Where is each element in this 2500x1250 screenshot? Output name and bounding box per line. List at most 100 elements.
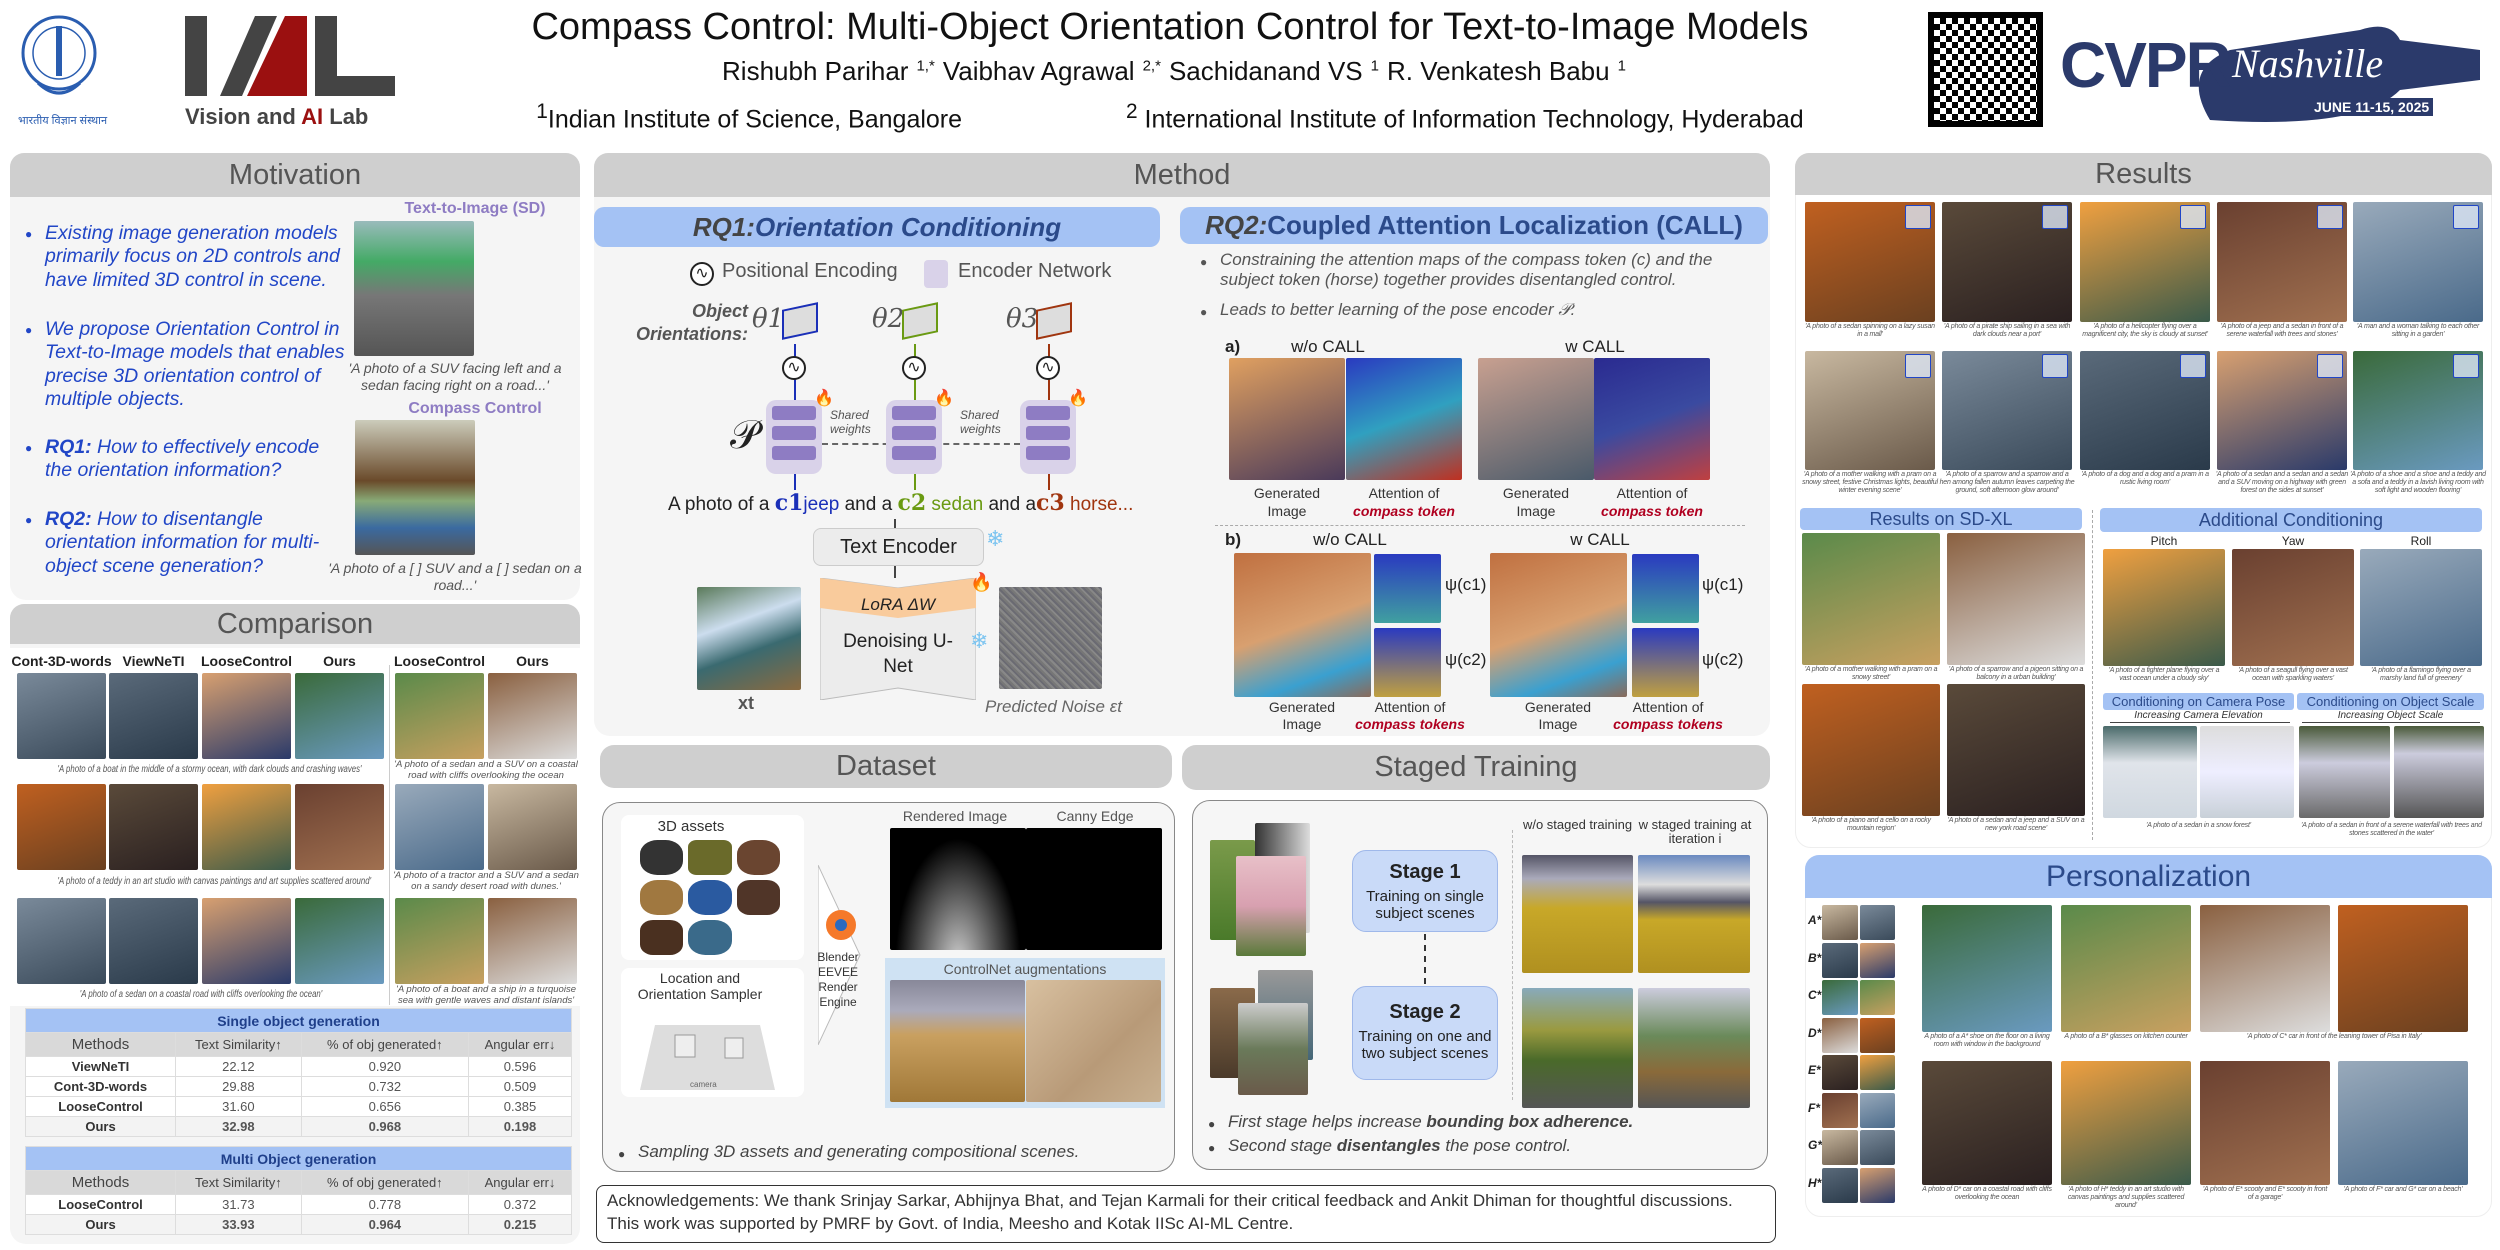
psi2-label: ψ(c2): [1445, 650, 1487, 669]
method-name: LooseControl: [25, 1096, 176, 1117]
comparison-image: [109, 898, 198, 984]
cvpr-name: CVPR: [2060, 29, 2232, 101]
rendered-label: Rendered Image: [902, 808, 1008, 824]
subject-sedan: sedan: [926, 494, 984, 515]
result-compass-icon: [2317, 205, 2343, 229]
metric-value: 29.88: [175, 1076, 302, 1097]
result-caption: 'A photo of a pirate ship sailing in a s…: [1943, 323, 2071, 338]
axis-label: Roll: [2410, 534, 2432, 548]
affiliation-1: Indian Institute of Science, Bangalore: [547, 105, 963, 134]
emphasis: disentangles: [1336, 1136, 1441, 1155]
rq1-header: RQ1: Orientation Conditioning: [594, 207, 1160, 247]
poster-title: Compass Control: Multi-Object Orientatio…: [531, 6, 1809, 48]
method-name: ViewNeTI: [25, 1056, 176, 1077]
w-staged-image-2: [1638, 988, 1750, 1108]
rq2-prefix: RQ2:: [1205, 210, 1268, 240]
subject-reference-image: [1822, 1167, 1858, 1203]
personalized-image: [2338, 1061, 2468, 1185]
staged-divider: [1512, 830, 1513, 1100]
result-compass-icon: [2453, 205, 2479, 229]
encoder-network: [886, 400, 942, 474]
dataset-title: Dataset: [600, 745, 1172, 788]
lab-name: Vision and: [185, 104, 302, 129]
metric-value: 0.215: [468, 1214, 572, 1235]
additional-image: [2103, 549, 2225, 666]
author-affiliation-sup: 1: [1617, 57, 1626, 75]
sdxl-image: [1802, 533, 1940, 665]
affiliations: 1Indian Institute of Science, Bangalore …: [440, 100, 1900, 134]
rq-label: RQ2:: [45, 508, 92, 530]
subject-label: D*: [1808, 1025, 1822, 1040]
subject-horse: horse...: [1064, 494, 1134, 515]
encoder-layer: [1026, 406, 1070, 420]
lab-name-ai: AI: [301, 104, 324, 129]
legend-enc: Encoder Network: [958, 260, 1112, 282]
result-caption: 'A photo of a shoe and a shoe and a tedd…: [2350, 471, 2486, 494]
text: Second stage: [1228, 1136, 1337, 1155]
attention-map-image: [1346, 358, 1462, 480]
encoder-layer: [892, 406, 936, 420]
comparison-caption: 'A photo of a teddy in an art studio wit…: [57, 876, 372, 887]
qr-code[interactable]: [1928, 12, 2043, 127]
personalization-caption: 'A photo of C* car in front of the leani…: [2246, 1033, 2422, 1040]
elevation-arrow: [2110, 722, 2290, 723]
scale-arrow: [2302, 722, 2480, 723]
encoder-layer: [1026, 446, 1070, 460]
encoder-arrow: [894, 566, 896, 578]
subject-reference-image: [1822, 1130, 1858, 1165]
axis-label: Pitch: [2150, 534, 2178, 548]
fire-icon: 🔥: [814, 390, 834, 407]
motivation-bullet: RQ1: How to effectively encode the orien…: [25, 436, 350, 483]
cvpr-logo: CVPR Nashville JUNE 11-15, 2025: [2060, 10, 2490, 135]
column-header: Cont-3D-words: [11, 653, 112, 669]
comparison-image: [202, 784, 291, 870]
subject-reference-image: [1860, 1167, 1895, 1203]
shared-label-2: Shared weights: [960, 408, 1001, 436]
personalization-caption: A photo of D* car on a coastal road with…: [1922, 1186, 2052, 1201]
arrow: [1048, 474, 1050, 490]
author-name: Rishubh Parihar: [722, 56, 909, 86]
fig2-caption: 'A photo of a [ ] SUV and a [ ] sedan on…: [328, 560, 582, 593]
column-header: Angular err↓: [468, 1032, 572, 1057]
metric-value: 0.964: [300, 1214, 470, 1235]
metric-value: 0.198: [468, 1116, 572, 1137]
result-caption: 'A photo of a dog and a dog and a pram i…: [2081, 471, 2209, 486]
text-encoder-block: Text Encoder: [813, 528, 984, 566]
w-call-label: w CALL: [1570, 530, 1630, 549]
additional-image: [2232, 549, 2354, 666]
rq2-header: RQ2: Coupled Attention Localization (CAL…: [1180, 207, 1768, 244]
author-name: Vaibhav Agrawal: [942, 56, 1135, 86]
metric-value: 0.732: [300, 1076, 470, 1097]
bullet-text: Existing image generation models primari…: [45, 222, 340, 291]
scale-caption: 'A photo of a sedan in front of a serene…: [2301, 822, 2482, 837]
sdxl-caption: 'A photo of a sedan and a jeep and a SUV…: [1947, 817, 2085, 832]
metric-value: 32.98: [175, 1116, 302, 1137]
engine-label: Blender EEVEE Render Engine: [817, 950, 859, 1009]
subject-reference-image: [1860, 980, 1895, 1015]
result-caption: 'A man and a woman talking to each other…: [2356, 323, 2480, 338]
motivation-bullet: Existing image generation models primari…: [25, 222, 350, 292]
comparison-image: [17, 784, 106, 870]
attention-map-psi2: [1632, 628, 1699, 697]
sdxl-image: [1947, 684, 2085, 816]
comparison-caption: 'A photo of a tractor and a SUV and a se…: [393, 870, 579, 892]
personalized-image: [2200, 1061, 2330, 1185]
positional-encoding-legend-icon: ∿: [690, 262, 714, 286]
stage1-sample-c: [1236, 856, 1306, 956]
sampler-scene: [640, 1025, 775, 1090]
wo-staged-label: w/o staged training: [1522, 817, 1633, 832]
object-scale-image-2: [2394, 726, 2484, 818]
positional-encoding-icon: ∿: [902, 356, 926, 380]
stage1-title: Stage 1: [1389, 861, 1461, 883]
w-call-label: w CALL: [1565, 337, 1625, 356]
comparison-divider: [389, 665, 390, 1005]
affiliation-2: International Institute of Information T…: [1144, 105, 1804, 134]
positional-encoding-icon: ∿: [782, 356, 806, 380]
unet-label: Denoising U-Net: [843, 631, 953, 677]
table-title-row: Single object generation: [25, 1008, 572, 1033]
